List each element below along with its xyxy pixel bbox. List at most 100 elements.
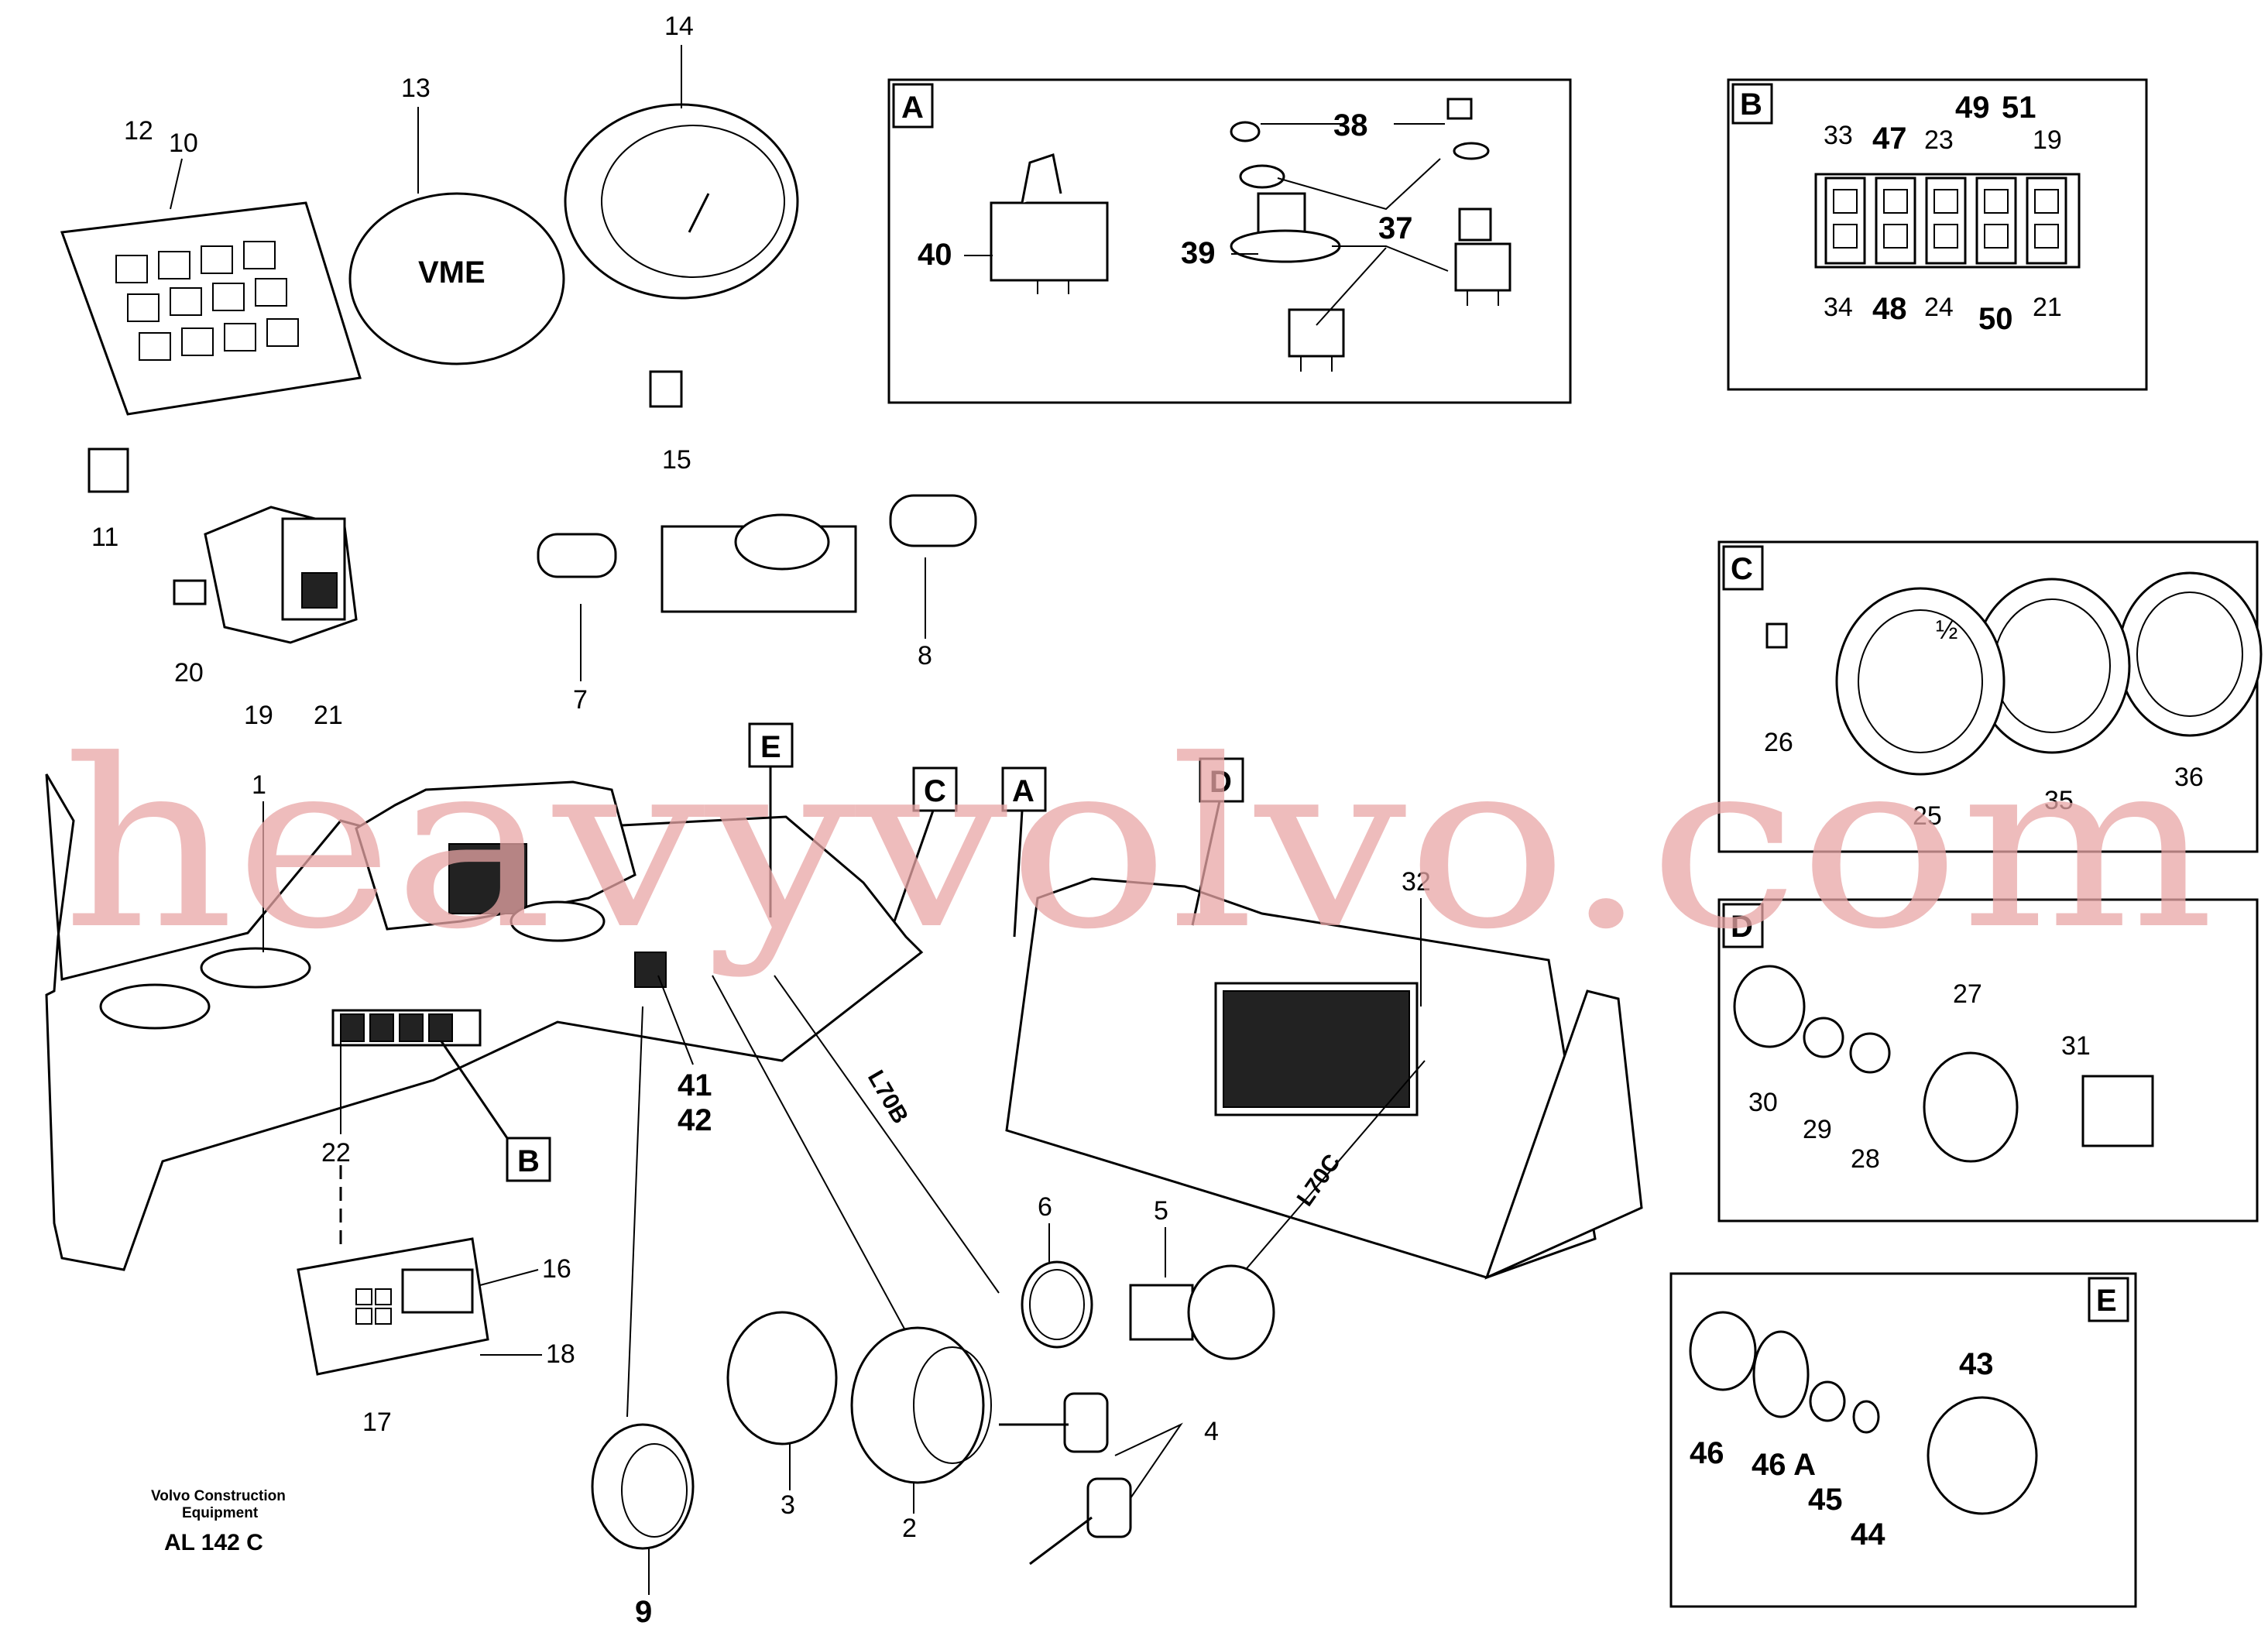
callout-21b: 21 — [2033, 293, 2062, 322]
callout-46: 46 — [1690, 1436, 1724, 1470]
panel-a-letter: A — [901, 91, 924, 125]
panel-b-letter: B — [1740, 87, 1762, 122]
ref-box-d — [1199, 757, 1244, 803]
callout-35: 35 — [2044, 786, 2074, 815]
callout-12: 12 — [124, 116, 153, 146]
detail-panel-e: E 43 46 46 A 45 44 — [1669, 1272, 2137, 1608]
callout-26: 26 — [1764, 728, 1793, 757]
callout-49: 49 — [1955, 91, 1990, 125]
callout-45: 45 — [1808, 1483, 1843, 1517]
gauge-cover-13: VME — [348, 192, 565, 365]
watermark-text: heavyvolvo.com — [62, 710, 2215, 980]
gauge-brand-text: VME — [418, 255, 486, 290]
callout-13: 13 — [401, 74, 431, 103]
footer-company-line2: Equipment — [182, 1505, 259, 1521]
cable-ref-l70b: L70B — [863, 1066, 913, 1128]
relay-panel-10 — [60, 201, 362, 416]
callout-27: 27 — [1953, 979, 1982, 1009]
callout-3: 3 — [781, 1490, 795, 1520]
push-switch-left — [1230, 121, 1345, 372]
callout-50: 50 — [1978, 302, 2013, 336]
detail-panel-d: D 30 29 28 27 31 — [1717, 898, 2259, 1222]
callout-31: 31 — [2061, 1031, 2091, 1061]
footer-company: Volvo Construction — [151, 1488, 286, 1504]
callout-5: 5 — [1154, 1196, 1168, 1226]
callout-21: 21 — [314, 701, 343, 730]
callout-29: 29 — [1803, 1115, 1832, 1144]
callout-36: 36 — [2174, 763, 2204, 792]
switch-43 — [1927, 1396, 2038, 1515]
callout-23: 23 — [1924, 125, 1954, 155]
callout-42: 42 — [678, 1103, 712, 1137]
horn-button-9 — [591, 1423, 695, 1550]
callout-46a: 46 A — [1752, 1448, 1816, 1482]
ref-box-b — [506, 1137, 551, 1182]
panel-d-letter: D — [1731, 910, 1753, 944]
callout-25: 25 — [1913, 801, 1942, 831]
ignition-keys-4 — [999, 1392, 1132, 1565]
callout-2: 2 — [902, 1514, 917, 1543]
gauge-14 — [564, 103, 799, 300]
callout-40: 40 — [918, 238, 952, 272]
callout-43: 43 — [1959, 1347, 1994, 1381]
heater-control-16 — [297, 1237, 489, 1376]
callout-10: 10 — [169, 129, 198, 158]
callout-41: 41 — [678, 1068, 712, 1102]
ref-box-a — [1001, 766, 1047, 812]
callout-34: 34 — [1824, 293, 1853, 322]
rocker-switch-row — [1814, 173, 2081, 269]
callout-11: 11 — [91, 523, 118, 552]
callout-17: 17 — [362, 1408, 392, 1437]
side-panel-32 — [1005, 877, 1643, 1280]
callout-6: 6 — [1038, 1192, 1052, 1222]
callout-19: 19 — [244, 701, 273, 730]
toggle-switch — [990, 153, 1109, 294]
callout-48: 48 — [1872, 292, 1907, 326]
ref-box-c — [912, 766, 958, 812]
callout-16: 16 — [542, 1254, 571, 1284]
svg-text:B: B — [517, 1144, 540, 1178]
callout-39: 39 — [1181, 236, 1216, 270]
callout-7: 7 — [573, 685, 588, 715]
callout-32: 32 — [1402, 867, 1431, 897]
callout-30: 30 — [1748, 1088, 1778, 1117]
callout-14: 14 — [664, 12, 694, 41]
svg-text:D: D — [1209, 765, 1232, 799]
connector-31 — [2081, 1075, 2154, 1147]
push-switch-right — [1446, 98, 1511, 306]
callout-51: 51 — [2002, 91, 2036, 125]
knob-46 — [1689, 1311, 1757, 1391]
svg-text:C: C — [924, 774, 946, 808]
gauge-half-mark: ½ — [1936, 616, 1957, 645]
callout-19b: 19 — [2033, 125, 2062, 155]
callout-33: 33 — [1824, 121, 1853, 150]
callout-24: 24 — [1924, 293, 1954, 322]
callout-28: 28 — [1851, 1144, 1880, 1174]
ignition-parts — [726, 1311, 992, 1484]
lighter-5-6 — [1021, 1260, 1275, 1360]
callout-38: 38 — [1333, 108, 1368, 142]
detail-panel-b: B 33 47 23 49 51 19 34 48 24 50 21 — [1727, 78, 2148, 391]
bulb-15 — [649, 370, 683, 408]
bulb-11 — [87, 448, 129, 493]
panel-c-letter: C — [1731, 552, 1753, 586]
callout-9: 9 — [635, 1595, 652, 1629]
detail-panel-c: C ½ 26 25 35 36 — [1717, 540, 2263, 853]
svg-text:A: A — [1012, 774, 1034, 808]
callout-8: 8 — [918, 641, 932, 670]
rocker-switch-19-21 — [173, 506, 358, 644]
detail-panel-a: A 40 38 — [887, 78, 1572, 404]
switch-27 — [1923, 1051, 2019, 1163]
callout-20: 20 — [174, 658, 204, 688]
callout-37: 37 — [1378, 211, 1413, 245]
gauge-25 — [1835, 587, 2006, 776]
callout-4: 4 — [1204, 1417, 1219, 1446]
callout-44: 44 — [1851, 1517, 1885, 1552]
callout-47: 47 — [1872, 122, 1907, 156]
drawing-reference: AL 142 C — [164, 1530, 263, 1555]
svg-text:E: E — [760, 730, 781, 764]
callout-22: 22 — [321, 1138, 351, 1168]
panel-e-letter: E — [2096, 1284, 2117, 1318]
multifunction-switch — [537, 494, 977, 613]
